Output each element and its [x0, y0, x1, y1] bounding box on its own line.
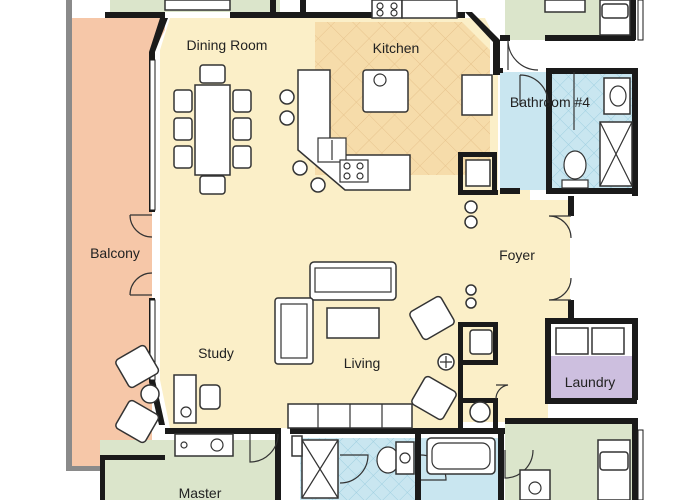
- bathroom4-floor: [500, 72, 552, 190]
- sink-icon: [528, 481, 542, 495]
- closet-fixtures: [464, 159, 493, 423]
- kitchen-fixtures: [279, 0, 493, 193]
- dining-table: [194, 84, 231, 176]
- bottom-bath-fixtures: [291, 435, 551, 500]
- sink-icon: [609, 85, 627, 107]
- plant-icon: [465, 297, 477, 309]
- countertop-upper: [401, 0, 458, 19]
- desk-chair-icon: [199, 384, 221, 410]
- laundry-fixtures: [555, 327, 625, 355]
- sink-icon: [399, 452, 411, 464]
- closet-box: [291, 435, 303, 457]
- bar-stool: [279, 110, 295, 126]
- label-living: Living: [344, 355, 381, 371]
- armchair-icon: [115, 344, 160, 389]
- label-bathroom4: Bathroom #4: [510, 94, 590, 110]
- dining-set: [173, 64, 252, 195]
- dining-chair-icon: [232, 89, 252, 113]
- bar-stool: [279, 89, 295, 105]
- dining-chair-icon: [232, 117, 252, 141]
- bar-stool: [310, 177, 326, 193]
- side-table: [140, 384, 160, 404]
- cooktop-icon: [371, 0, 403, 19]
- island-sink-icon: [373, 73, 387, 87]
- bar-stool: [292, 160, 308, 176]
- living-furniture: [274, 261, 457, 429]
- study-furniture: [115, 344, 234, 457]
- desk: [173, 374, 197, 424]
- plant-icon: [464, 215, 478, 229]
- walls: [66, 0, 638, 500]
- bathroom4-fixtures: [561, 72, 633, 189]
- sofa-icon: [309, 261, 397, 301]
- dining-chair-icon: [173, 145, 193, 169]
- toilet-tank: [561, 179, 589, 189]
- water-heater: [465, 159, 491, 187]
- label-balcony: Balcony: [90, 245, 140, 261]
- plant-icon: [465, 284, 477, 296]
- label-foyer: Foyer: [499, 247, 535, 263]
- laundry-floor: [548, 356, 633, 398]
- label-kitchen: Kitchen: [373, 40, 420, 56]
- armchair-icon: [274, 297, 314, 365]
- armchair-icon: [411, 375, 457, 421]
- armchair-icon: [409, 295, 455, 341]
- dining-chair-icon: [199, 175, 226, 195]
- washer-icon: [555, 327, 589, 355]
- beds: [164, 0, 631, 500]
- windows: [149, 0, 644, 500]
- bathtub-icon: [426, 437, 496, 475]
- armchair-icon: [115, 399, 160, 444]
- closet-shelf: [469, 329, 493, 355]
- room-labels: Dining Room Kitchen Bathroom #4 Balcony …: [90, 37, 615, 500]
- label-study: Study: [198, 345, 234, 361]
- closet-hamper: [469, 401, 491, 423]
- dining-chair-icon: [232, 145, 252, 169]
- dining-chair-icon: [173, 89, 193, 113]
- dining-chair-icon: [173, 117, 193, 141]
- nightstand: [544, 0, 586, 13]
- toilet-icon: [563, 150, 587, 180]
- stove-icon: [339, 159, 369, 183]
- dryer-icon: [591, 327, 625, 355]
- label-dining-room: Dining Room: [187, 37, 268, 53]
- label-laundry: Laundry: [565, 374, 616, 390]
- plant-icon: [464, 200, 478, 214]
- label-master: Master: [179, 485, 222, 500]
- refrigerator: [461, 74, 493, 116]
- coffee-table: [326, 307, 380, 339]
- cabinet: [174, 433, 234, 457]
- kitchen-island: [362, 69, 409, 113]
- dining-chair-icon: [199, 64, 226, 84]
- right-mid-room-floor: [576, 200, 700, 318]
- top-left-furniture: [164, 0, 231, 11]
